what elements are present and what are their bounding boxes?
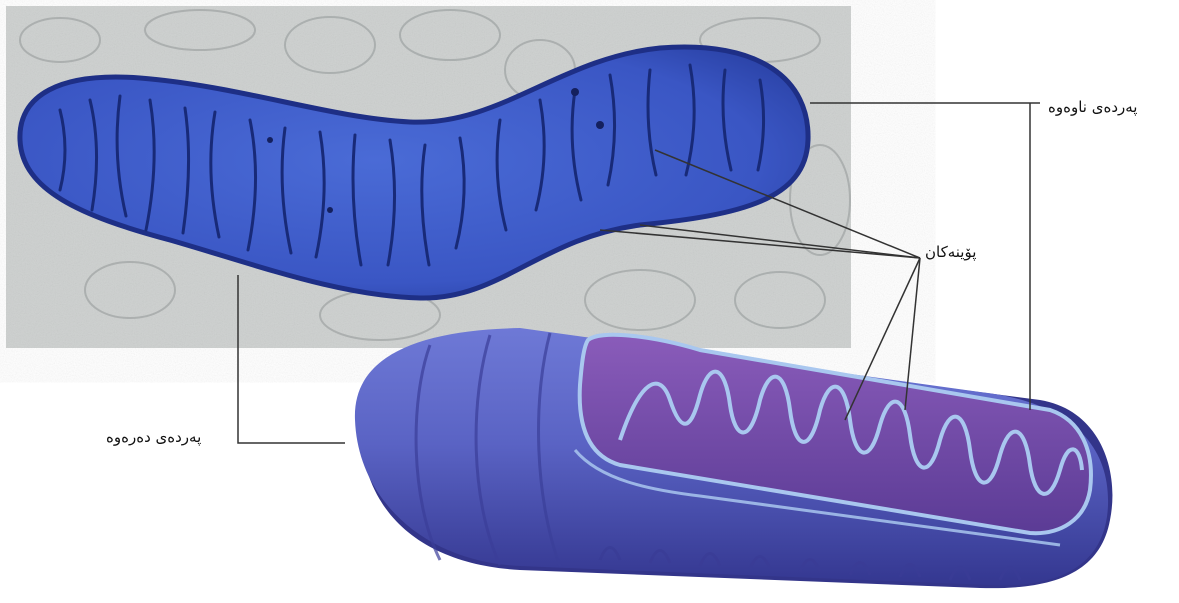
- micrograph: [6, 6, 851, 348]
- mitochondrion-model: [355, 328, 1113, 588]
- label-cristae: پۆینەکان: [925, 243, 976, 261]
- label-outer-membrane: پەردەی دەرەوە: [106, 428, 201, 446]
- label-inner-membrane: پەردەی ناوەوە: [1048, 98, 1137, 116]
